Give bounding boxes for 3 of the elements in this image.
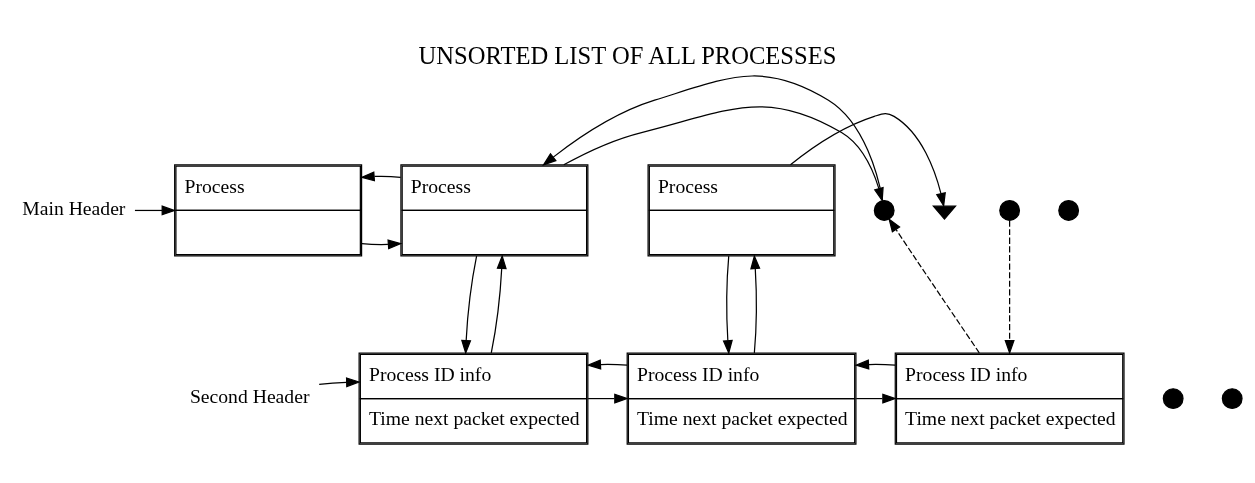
node-text: Second Header — [189, 385, 310, 408]
diagram-title: UNSORTED LIST OF ALL PROCESSES — [418, 41, 837, 69]
node-text: Main Header — [22, 197, 126, 220]
